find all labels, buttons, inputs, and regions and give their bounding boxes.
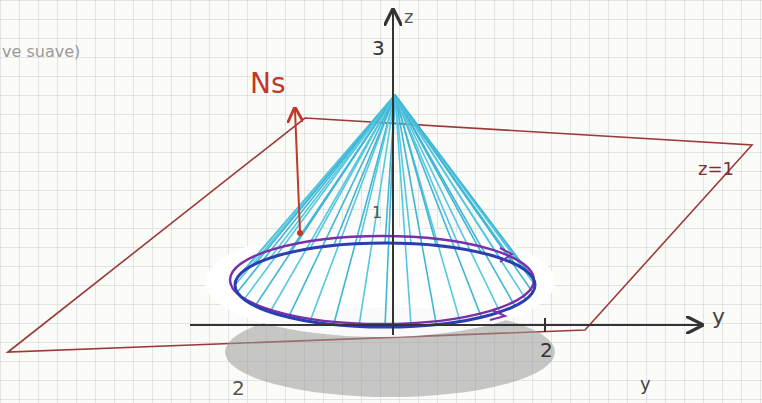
z-axis xyxy=(392,12,394,335)
axis-label: y xyxy=(640,375,651,393)
axis-label: y xyxy=(712,306,725,328)
cone-line xyxy=(270,95,395,312)
axis-value: 1 xyxy=(372,205,382,221)
normal-vector xyxy=(295,110,300,232)
cone-line xyxy=(395,95,500,258)
cone-line xyxy=(289,95,395,253)
cone-line xyxy=(310,95,395,249)
vector-label: Ns xyxy=(250,70,286,98)
note-text: ve suave) xyxy=(2,44,80,60)
boundary-curve xyxy=(235,243,535,327)
cone-line xyxy=(244,95,395,299)
axis-value: 2 xyxy=(540,340,553,360)
cone-line xyxy=(395,95,436,324)
axis-label: z xyxy=(404,8,413,26)
normal-base xyxy=(297,230,303,236)
cone-line xyxy=(395,95,460,321)
y-axis xyxy=(190,324,700,326)
tick xyxy=(544,318,546,332)
cone-line xyxy=(237,95,395,278)
cone-line xyxy=(255,95,395,306)
cone-surface xyxy=(235,95,535,327)
axis-value: 3 xyxy=(372,38,385,58)
axis-value: 2 xyxy=(232,378,245,398)
cone-line xyxy=(395,95,526,299)
cone-line xyxy=(395,95,481,253)
cone-line xyxy=(270,95,395,258)
cone-line xyxy=(310,95,395,321)
cone-line xyxy=(395,95,515,306)
cone-line xyxy=(395,95,436,246)
cone-line xyxy=(395,95,411,326)
plane-label: z=1 xyxy=(698,160,734,178)
cone-line xyxy=(289,95,395,317)
purple-curve xyxy=(230,236,534,324)
orientation-arrow xyxy=(500,248,512,262)
orientation-arrow xyxy=(490,310,505,320)
cone-line xyxy=(235,95,395,285)
cone-line xyxy=(334,95,395,246)
cone-line xyxy=(359,95,395,244)
cone-line xyxy=(395,95,535,285)
